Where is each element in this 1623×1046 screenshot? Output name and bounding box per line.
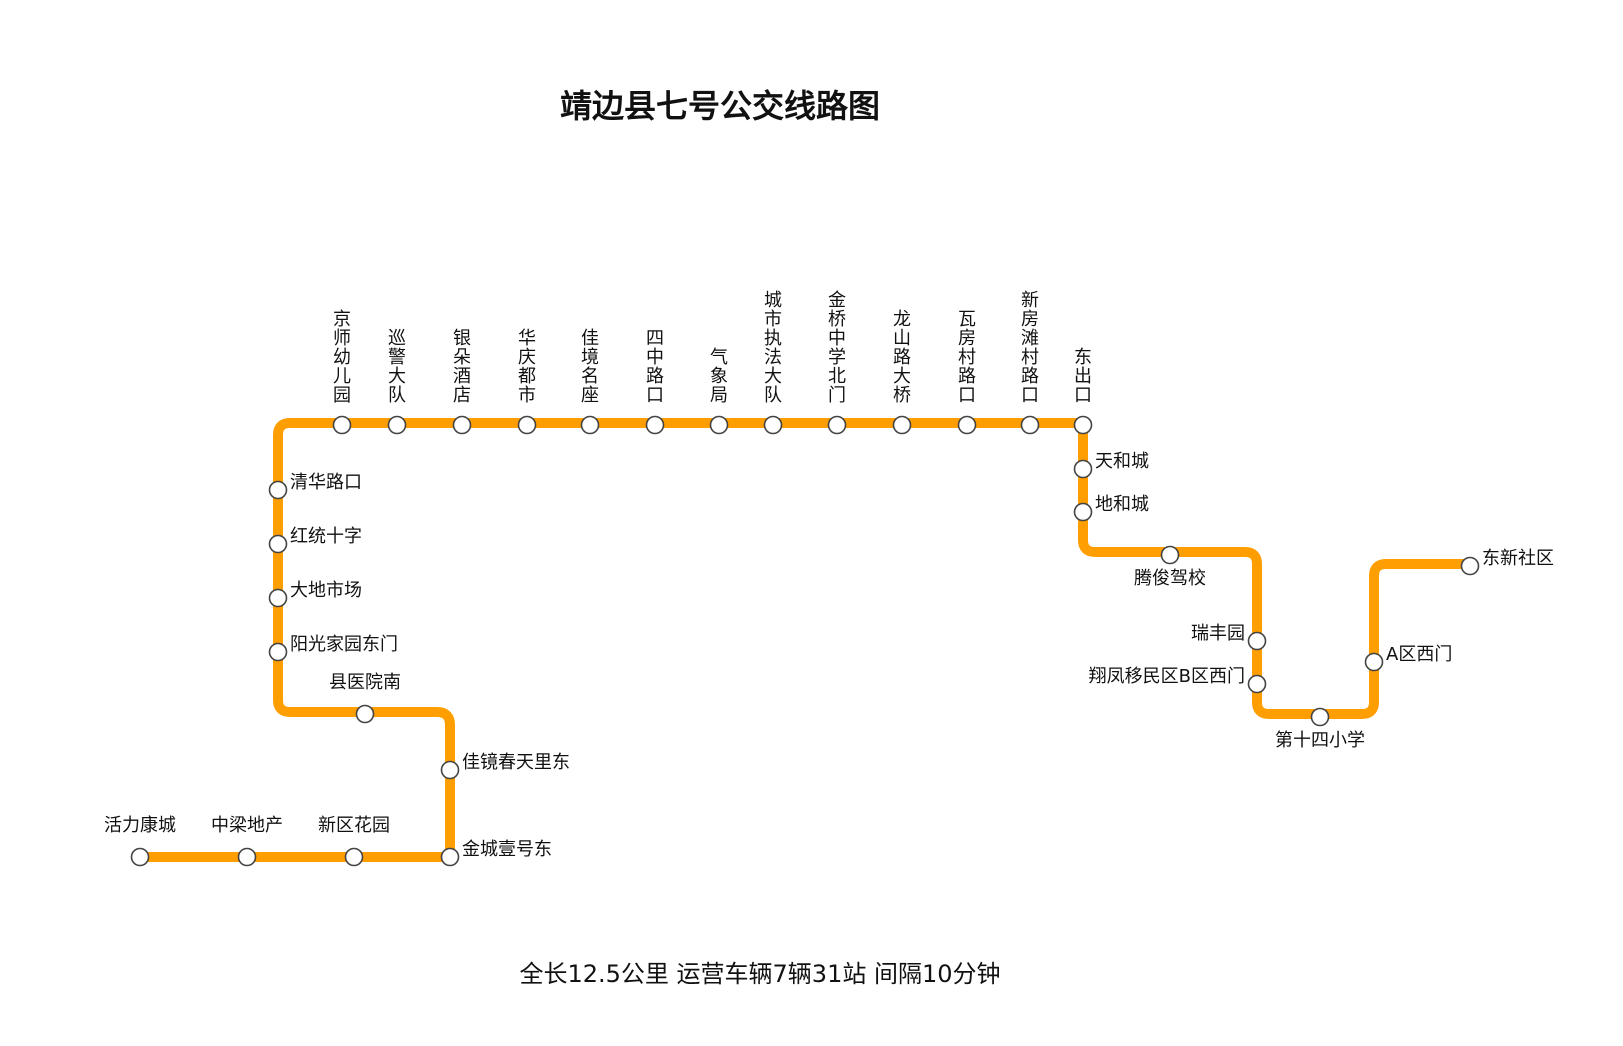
station-label: 大地市场 xyxy=(290,580,362,601)
station-label: 活力康城 xyxy=(104,815,176,836)
station-marker[interactable] xyxy=(268,534,288,554)
station-label: 巡警大队 xyxy=(388,328,406,406)
station[interactable]: 四中路口 xyxy=(645,328,665,435)
station[interactable]: 瓦房村路口 xyxy=(957,309,977,435)
station-label: 华庆都市 xyxy=(518,328,536,406)
station-marker[interactable] xyxy=(763,415,783,435)
station-label: 金城壹号东 xyxy=(462,839,552,860)
station[interactable]: 金城壹号东 xyxy=(440,839,553,867)
station[interactable]: 县医院南 xyxy=(329,672,401,724)
station-label: 佳境名座 xyxy=(581,328,599,406)
station[interactable]: 阳光家园东门 xyxy=(268,634,399,662)
station-marker[interactable] xyxy=(440,847,460,867)
station-marker[interactable] xyxy=(344,847,364,867)
station-label: 县医院南 xyxy=(329,672,401,693)
station-label: 瓦房村路口 xyxy=(958,309,976,406)
station-label: 银朵酒店 xyxy=(453,328,471,406)
station[interactable]: 龙山路大桥 xyxy=(892,309,912,435)
station-label: A区西门 xyxy=(1386,644,1452,665)
station-marker[interactable] xyxy=(268,480,288,500)
station-label: 龙山路大桥 xyxy=(893,309,911,406)
station[interactable]: 红统十字 xyxy=(268,526,363,554)
station-marker[interactable] xyxy=(1247,674,1267,694)
station-marker[interactable] xyxy=(1073,502,1093,522)
station-label: 清华路口 xyxy=(290,472,362,493)
station-label: 佳镜春天里东 xyxy=(462,752,570,773)
station[interactable]: 活力康城 xyxy=(104,815,176,867)
station[interactable]: 东新社区 xyxy=(1460,548,1555,576)
station[interactable]: 巡警大队 xyxy=(387,328,407,435)
station-label: 四中路口 xyxy=(646,328,664,406)
station[interactable]: 银朵酒店 xyxy=(452,328,472,435)
station[interactable]: 气象局 xyxy=(709,347,729,435)
station-marker[interactable] xyxy=(440,760,460,780)
station[interactable]: 腾俊驾校 xyxy=(1134,545,1206,590)
station-label: 中梁地产 xyxy=(211,815,283,836)
station[interactable]: 第十四小学 xyxy=(1275,707,1365,752)
station[interactable]: 清华路口 xyxy=(268,472,363,500)
station[interactable]: A区西门 xyxy=(1364,644,1453,672)
station[interactable]: 翔凤移民区B区西门 xyxy=(1089,666,1267,694)
station-label: 阳光家园东门 xyxy=(290,634,398,655)
station-marker[interactable] xyxy=(268,642,288,662)
station-label: 第十四小学 xyxy=(1275,730,1365,751)
station-marker[interactable] xyxy=(580,415,600,435)
station[interactable]: 大地市场 xyxy=(268,580,363,608)
station-label: 翔凤移民区B区西门 xyxy=(1089,666,1245,687)
station-label: 气象局 xyxy=(710,347,728,406)
route-summary: 全长12.5公里 运营车辆7辆31站 间隔10分钟 xyxy=(519,960,1000,988)
station-label: 新区花园 xyxy=(318,815,390,836)
station-marker[interactable] xyxy=(645,415,665,435)
station-label: 地和城 xyxy=(1095,494,1149,515)
station-label: 新房滩村路口 xyxy=(1021,290,1039,406)
station[interactable]: 瑞丰园 xyxy=(1191,623,1267,651)
station-marker[interactable] xyxy=(1073,415,1093,435)
map-title: 靖边县七号公交线路图 xyxy=(560,87,880,125)
station[interactable]: 佳境名座 xyxy=(580,328,600,435)
station[interactable]: 天和城 xyxy=(1073,451,1150,479)
station-marker[interactable] xyxy=(1310,707,1330,727)
station[interactable]: 地和城 xyxy=(1073,494,1150,522)
station-label: 天和城 xyxy=(1095,451,1149,472)
station-label: 腾俊驾校 xyxy=(1134,568,1206,589)
station-label: 金桥中学北门 xyxy=(828,290,846,406)
station[interactable]: 中梁地产 xyxy=(211,815,283,867)
station[interactable]: 东出口 xyxy=(1073,347,1093,435)
station-marker[interactable] xyxy=(957,415,977,435)
station-label: 东出口 xyxy=(1074,347,1092,406)
station-label: 京师幼儿园 xyxy=(333,309,351,406)
station-marker[interactable] xyxy=(1073,459,1093,479)
station-marker[interactable] xyxy=(355,704,375,724)
station[interactable]: 佳镜春天里东 xyxy=(440,752,571,780)
station[interactable]: 新区花园 xyxy=(318,815,390,867)
station-marker[interactable] xyxy=(1364,652,1384,672)
station-marker[interactable] xyxy=(1460,556,1480,576)
station-marker[interactable] xyxy=(1247,631,1267,651)
station[interactable]: 金桥中学北门 xyxy=(827,290,847,435)
station-marker[interactable] xyxy=(452,415,472,435)
station-marker[interactable] xyxy=(892,415,912,435)
station[interactable]: 京师幼儿园 xyxy=(332,309,352,435)
station-marker[interactable] xyxy=(332,415,352,435)
station-marker[interactable] xyxy=(387,415,407,435)
station-marker[interactable] xyxy=(237,847,257,867)
station-marker[interactable] xyxy=(130,847,150,867)
station[interactable]: 新房滩村路口 xyxy=(1020,290,1040,435)
station[interactable]: 华庆都市 xyxy=(517,328,537,435)
station-marker[interactable] xyxy=(268,588,288,608)
station-marker[interactable] xyxy=(709,415,729,435)
station-label: 城市执法大队 xyxy=(764,290,782,406)
station-marker[interactable] xyxy=(827,415,847,435)
station-label: 红统十字 xyxy=(290,526,362,547)
station-label: 瑞丰园 xyxy=(1191,623,1245,644)
station-marker[interactable] xyxy=(1160,545,1180,565)
station[interactable]: 城市执法大队 xyxy=(763,290,783,435)
station-marker[interactable] xyxy=(1020,415,1040,435)
station-label: 东新社区 xyxy=(1482,548,1554,569)
route-line xyxy=(135,418,1475,862)
station-marker[interactable] xyxy=(517,415,537,435)
